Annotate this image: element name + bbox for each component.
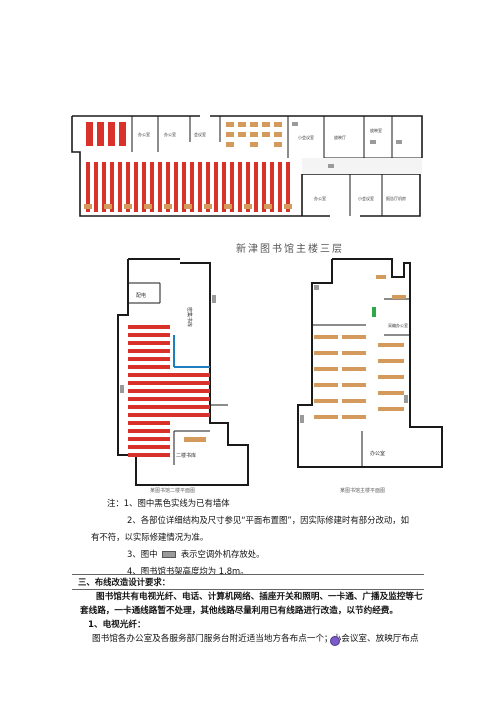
room-cataloging: 采编办公室 <box>388 322 408 328</box>
note-3-end: 表示空调外机存放处。 <box>180 549 265 559</box>
room-office2: 办公室 <box>164 131 176 137</box>
room-projection: 放映室 <box>370 127 382 133</box>
note-2-cont: 有不符，以实际修建情况为准。 <box>91 532 209 542</box>
room-film-hall: 放映厅 <box>334 134 346 140</box>
room-second-floor-stacks: 二楼书库 <box>176 452 196 459</box>
left-plan-caption: 某图书馆二楼平面图 <box>150 488 196 494</box>
right-plan: 采编办公室 办公室 <box>297 258 443 468</box>
section-rule-top <box>72 574 424 575</box>
page-marker-icon <box>330 636 340 646</box>
room-compact-stacks: 密集书库 <box>186 307 193 327</box>
floor3-plan: 办公室 办公室 会议室 小会议室 放映厅 放映室 办公室 小会议室 报告厅机房 <box>71 115 423 217</box>
section-para1: 图书馆共有电视光纤、电话、计算机网络、插座开关和照明、一卡通、广播及监控等七套线… <box>80 592 423 616</box>
note-3: 3、图中 表示空调外机存放处。 <box>93 546 433 563</box>
left-plan: 配电 密集书库 二楼书库 <box>117 258 249 486</box>
note-4: 4、图书馆书架高度均为 1.8m。 <box>127 566 249 576</box>
room-power: 配电 <box>136 292 146 299</box>
room-office1: 办公室 <box>138 131 150 137</box>
ac-unit-icon <box>162 551 177 558</box>
room-office3: 办公室 <box>314 195 326 201</box>
room-meeting: 会议室 <box>194 131 206 137</box>
floor3-caption: 新津图书馆主楼三层 <box>236 244 344 255</box>
room-4: 小会议室 <box>358 195 374 201</box>
note-3-start: 3、图中 <box>127 549 158 559</box>
section-rule-bottom <box>72 589 424 590</box>
room-5: 报告厅机房 <box>386 195 406 201</box>
note-2: 2、各部位详细结构及尺寸参见“平面布置图”，因实际修建时有部分改动，如 <box>127 515 410 525</box>
section-para2: 图书馆各办公室及各服务部门服务台附近适当地方各布点一个；小会议室、放映厅布点 <box>92 634 419 644</box>
note-1: 注：1、图中黑色实线为已有墙体 <box>107 498 230 508</box>
room-office: 办公室 <box>370 450 385 457</box>
notes-block: 注：1、图中黑色实线为已有墙体 2、各部位详细结构及尺寸参见“平面布置图”，因实… <box>91 495 433 580</box>
section-sub1: 1、电视光纤： <box>88 620 146 630</box>
right-plan-caption: 某图书馆主楼平面图 <box>340 488 386 494</box>
section-heading: 三、布线改造设计要求： <box>78 577 171 587</box>
room-small-meeting: 小会议室 <box>298 134 314 140</box>
